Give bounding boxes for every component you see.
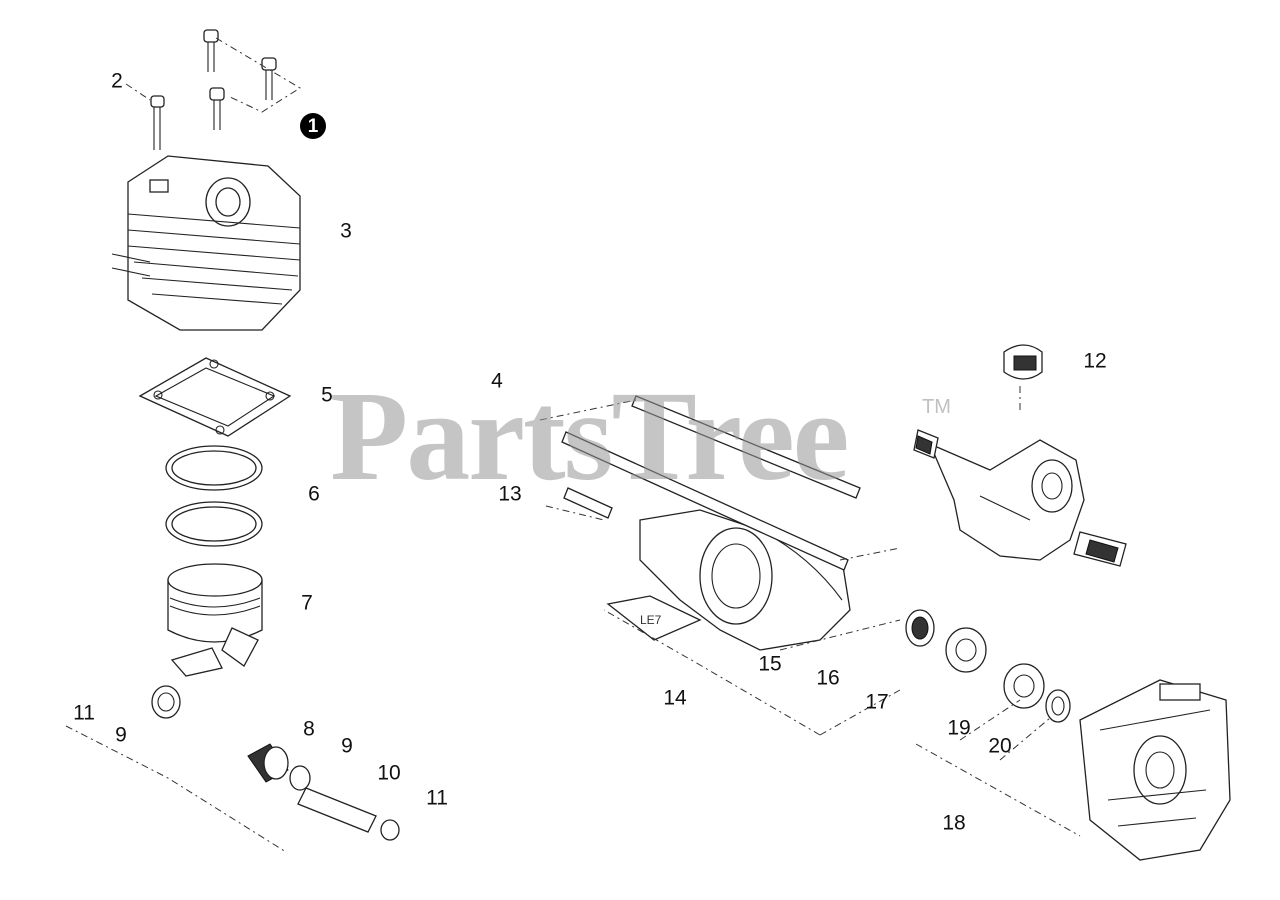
callout-19[interactable]: 19 — [947, 716, 971, 740]
callout-11-left[interactable]: 11 — [73, 701, 95, 725]
oil-seal-16 — [905, 609, 935, 647]
watermark-text: PartsTree — [330, 365, 849, 507]
needle-bearing — [247, 743, 289, 783]
callout-10[interactable]: 10 — [377, 761, 401, 785]
seal-20 — [1045, 689, 1071, 723]
crankcase-studs — [539, 395, 861, 571]
callout-12[interactable]: 12 — [1083, 349, 1107, 373]
callout-2[interactable]: 2 — [111, 69, 123, 93]
cylinder-gasket — [138, 357, 292, 437]
bearing-17 — [945, 627, 987, 673]
piston — [167, 563, 263, 677]
callout-17[interactable]: 17 — [865, 690, 889, 714]
bolt-2 — [150, 95, 165, 150]
callout-15[interactable]: 15 — [758, 652, 782, 676]
callout-1[interactable]: 1 — [300, 113, 326, 139]
svg-text:LE7: LE7 — [640, 613, 662, 627]
piston-pin — [289, 765, 400, 841]
callout-11-right[interactable]: 11 — [426, 786, 448, 810]
callout-3[interactable]: 3 — [340, 219, 352, 243]
callout-6[interactable]: 6 — [308, 482, 320, 506]
callout-13[interactable]: 13 — [498, 482, 522, 506]
callout-14[interactable]: 14 — [663, 686, 687, 710]
piston-pin-clip-left — [151, 685, 181, 719]
callout-18[interactable]: 18 — [942, 811, 966, 835]
bolt-set — [203, 29, 301, 130]
callout-5[interactable]: 5 — [321, 383, 333, 407]
callout-7[interactable]: 7 — [301, 591, 313, 615]
crank-bearing-top — [1003, 344, 1043, 380]
watermark-trademark: TM — [922, 396, 951, 418]
callout-4[interactable]: 4 — [491, 369, 503, 393]
crankcase-half: LE7 — [606, 509, 851, 651]
crankshaft — [913, 429, 1127, 567]
bearing-19 — [1003, 663, 1045, 709]
crankcase-half-right — [1079, 679, 1231, 861]
piston-rings — [165, 445, 263, 547]
cylinder — [111, 155, 301, 331]
callout-9-left[interactable]: 9 — [115, 723, 127, 747]
callout-20[interactable]: 20 — [988, 734, 1012, 758]
callout-9-right[interactable]: 9 — [341, 734, 353, 758]
callout-8[interactable]: 8 — [303, 717, 315, 741]
callout-16[interactable]: 16 — [816, 666, 840, 690]
